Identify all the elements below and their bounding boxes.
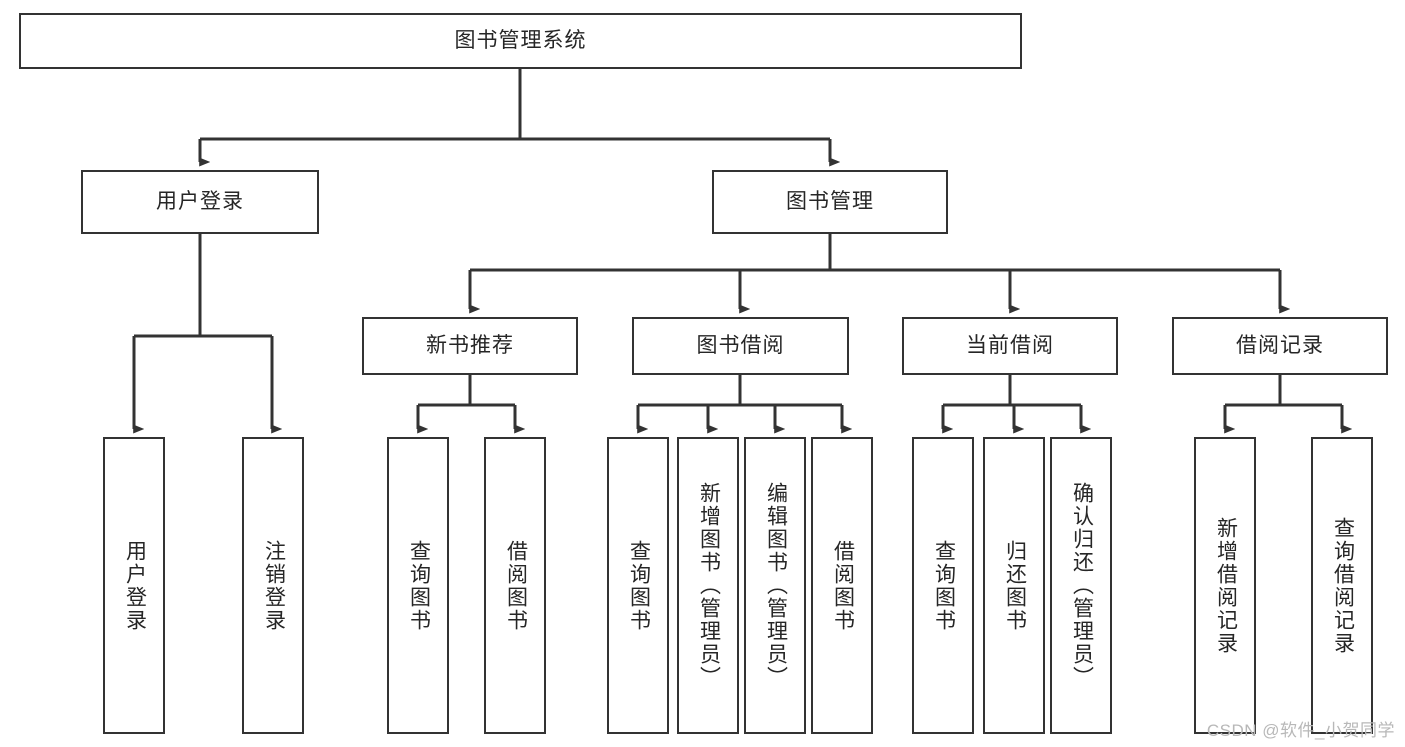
leaf-query-record-label: 查询借阅记录 — [1331, 516, 1355, 655]
node-user-login-label: 用户登录 — [156, 190, 244, 214]
leaf-query-book-1-label: 查询图书 — [407, 539, 431, 632]
leaf-borrow-book-1[interactable]: 借阅图书 — [484, 437, 546, 734]
node-book-manage-label: 图书管理 — [786, 190, 874, 214]
leaf-user-logout[interactable]: 注销登录 — [242, 437, 304, 734]
csdn-watermark: CSDN @软件_小贺同学 — [1206, 721, 1395, 740]
node-new-book-rec[interactable]: 新书推荐 — [362, 317, 578, 375]
leaf-confirm-return-label: 确认归还（管理员） — [1070, 482, 1094, 689]
leaf-query-book-3-label: 查询图书 — [932, 539, 956, 632]
leaf-return-book[interactable]: 归还图书 — [983, 437, 1045, 734]
leaf-borrow-book-2[interactable]: 借阅图书 — [811, 437, 873, 734]
node-book-borrow[interactable]: 图书借阅 — [632, 317, 849, 375]
leaf-edit-book-label: 编辑图书（管理员） — [764, 482, 788, 689]
leaf-user-login-label: 用户登录 — [123, 539, 147, 632]
leaf-query-book-2[interactable]: 查询图书 — [607, 437, 669, 734]
leaf-add-book[interactable]: 新增图书（管理员） — [677, 437, 739, 734]
leaf-confirm-return[interactable]: 确认归还（管理员） — [1050, 437, 1112, 734]
leaf-add-record-label: 新增借阅记录 — [1214, 516, 1238, 655]
node-root-label: 图书管理系统 — [454, 29, 587, 53]
leaf-borrow-book-2-label: 借阅图书 — [831, 539, 855, 632]
node-new-book-rec-label: 新书推荐 — [426, 334, 514, 358]
leaf-edit-book[interactable]: 编辑图书（管理员） — [744, 437, 806, 734]
leaf-add-record[interactable]: 新增借阅记录 — [1194, 437, 1256, 734]
node-book-borrow-label: 图书借阅 — [696, 334, 785, 358]
leaf-return-book-label: 归还图书 — [1003, 539, 1027, 632]
node-borrow-record[interactable]: 借阅记录 — [1172, 317, 1388, 375]
leaf-query-book-3[interactable]: 查询图书 — [912, 437, 974, 734]
node-user-login[interactable]: 用户登录 — [81, 170, 319, 234]
leaf-query-record[interactable]: 查询借阅记录 — [1311, 437, 1373, 734]
node-borrow-record-label: 借阅记录 — [1236, 334, 1324, 358]
node-book-manage[interactable]: 图书管理 — [712, 170, 948, 234]
leaf-query-book-2-label: 查询图书 — [627, 539, 651, 632]
node-current-borrow[interactable]: 当前借阅 — [902, 317, 1118, 375]
leaf-borrow-book-1-label: 借阅图书 — [504, 539, 528, 632]
leaf-user-login[interactable]: 用户登录 — [103, 437, 165, 734]
leaf-query-book-1[interactable]: 查询图书 — [387, 437, 449, 734]
node-current-borrow-label: 当前借阅 — [966, 334, 1054, 358]
leaf-add-book-label: 新增图书（管理员） — [697, 482, 721, 689]
leaf-user-logout-label: 注销登录 — [262, 539, 286, 632]
node-root[interactable]: 图书管理系统 — [19, 13, 1022, 69]
